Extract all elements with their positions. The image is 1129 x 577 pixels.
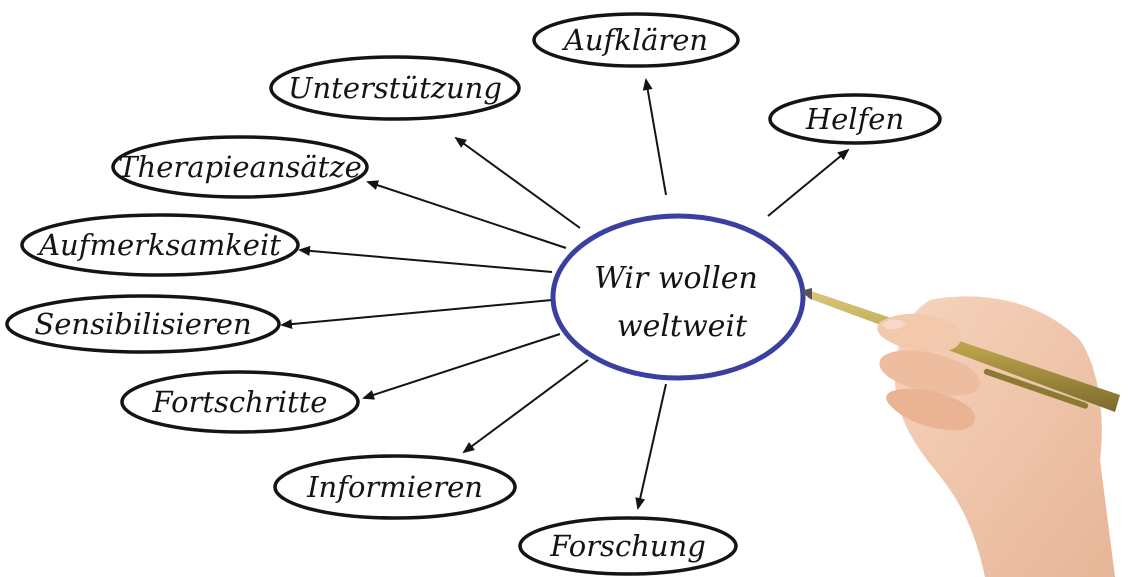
node-ring	[269, 55, 521, 121]
pen-tip	[800, 288, 812, 300]
hand-nail	[882, 319, 906, 330]
node-label: Sensibilisieren	[34, 307, 251, 341]
node-forschung: Forschung	[518, 516, 738, 576]
node-label: Unterstützung	[288, 71, 502, 105]
node-label: Forschung	[549, 529, 706, 563]
hand-holding-pen-icon	[800, 288, 1120, 577]
arrow-to-sensibilisieren	[280, 299, 553, 330]
arrow-to-aufmerksamkeit	[298, 245, 553, 273]
node-label: Informieren	[306, 470, 483, 504]
arrow-to-forschung	[635, 383, 667, 510]
node-aufmerksamkeit: Aufmerksamkeit	[20, 213, 300, 277]
arrow-to-helfen	[767, 148, 850, 217]
node-unterstuetzung: Unterstützung	[269, 55, 521, 121]
node-aufklaeren: Aufklären	[532, 12, 740, 68]
node-ring	[120, 370, 360, 434]
node-ring	[20, 213, 300, 277]
node-ring	[273, 454, 517, 520]
node-label: Aufklären	[561, 23, 708, 57]
arrow-to-aufklaeren	[642, 78, 667, 196]
node-ring	[518, 516, 738, 576]
node-informieren: Informieren	[273, 454, 517, 520]
hand-middle-finger	[886, 388, 976, 431]
node-label: Helfen	[805, 102, 904, 136]
node-label: Therapieansätze	[118, 150, 362, 184]
arrow-to-fortschritte	[362, 333, 561, 400]
pen-clip	[983, 368, 1089, 409]
center-label-line-1: Wir wollen	[594, 261, 758, 296]
node-therapieansaetze: Therapieansätze	[111, 135, 369, 199]
node-fortschritte: Fortschritte	[120, 370, 360, 434]
node-sensibilisieren: Sensibilisieren	[5, 294, 281, 354]
arrow-to-unterstuetzung	[454, 136, 581, 229]
node-ring	[111, 135, 369, 199]
arrow-to-therapieansaetze	[366, 180, 567, 249]
arrow-group	[280, 78, 850, 510]
node-ring	[532, 12, 740, 68]
hand-index-finger	[879, 350, 980, 396]
node-label: Aufmerksamkeit	[36, 228, 281, 262]
center-node: Wir wollen weltweit	[550, 213, 806, 381]
center-ring	[550, 213, 806, 381]
arrow-to-informieren	[462, 359, 589, 454]
node-ring	[768, 93, 942, 145]
node-label: Fortschritte	[152, 385, 328, 419]
node-ring	[5, 294, 281, 354]
center-label-line-2: weltweit	[617, 309, 748, 344]
node-helfen: Helfen	[768, 93, 942, 145]
